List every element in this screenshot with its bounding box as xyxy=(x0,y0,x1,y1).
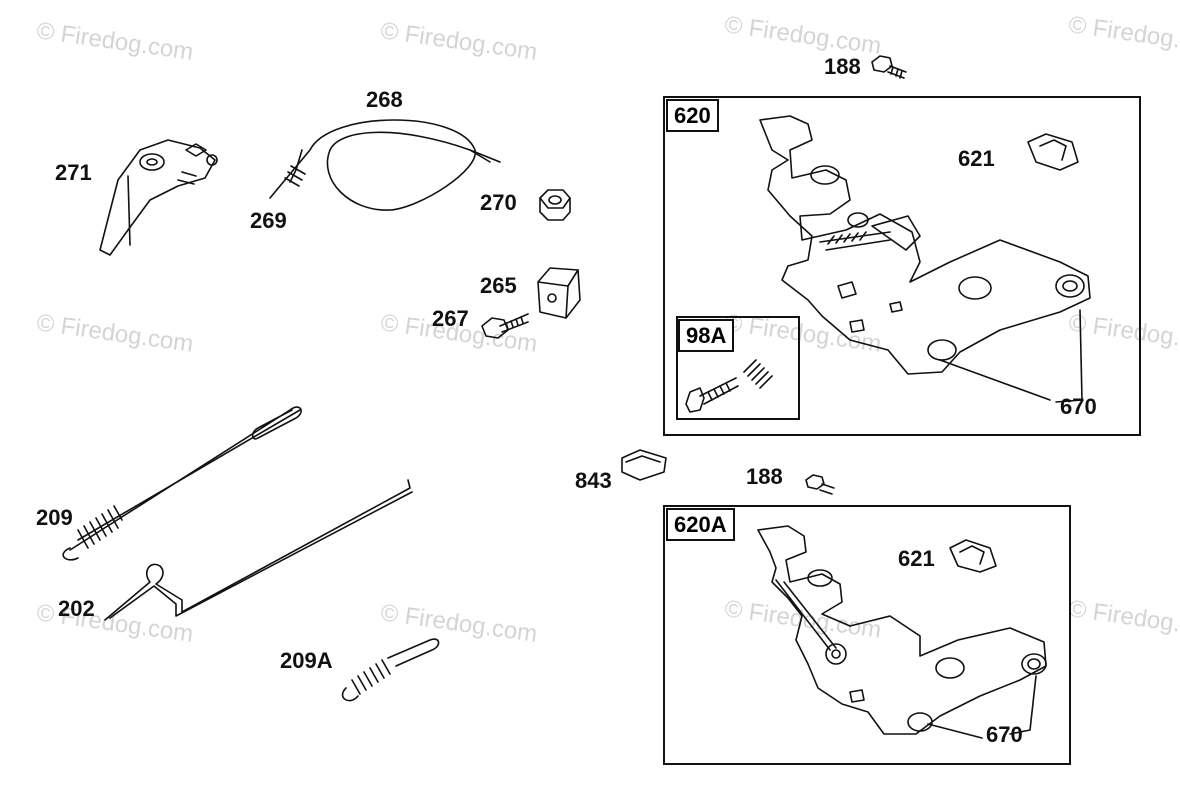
part-98a-screw-spring-drawing xyxy=(685,359,773,413)
callout-621: 621 xyxy=(898,546,935,571)
callout-270: 270 xyxy=(480,190,517,215)
part-188-bolt-drawing xyxy=(805,474,835,495)
part-267-screw-drawing xyxy=(481,313,529,339)
assembly-620-title: 620 xyxy=(666,99,719,133)
callout-843: 843 xyxy=(575,468,612,493)
part-188-bolt-drawing xyxy=(871,55,907,79)
callout-202: 202 xyxy=(58,596,95,621)
part-202-rod-drawing xyxy=(104,479,413,621)
assembly-98a-frame xyxy=(676,316,800,420)
callout-188: 188 xyxy=(746,464,783,489)
callout-670: 670 xyxy=(1060,394,1097,419)
callout-621: 621 xyxy=(958,146,995,171)
part-621-clip-drawing xyxy=(1027,133,1079,171)
part-268-cable-drawing xyxy=(269,119,501,211)
callout-188: 188 xyxy=(824,54,861,79)
callout-670: 670 xyxy=(986,722,1023,747)
assembly-620-frame xyxy=(663,96,1141,436)
callout-268: 268 xyxy=(366,87,403,112)
callout-269: 269 xyxy=(250,208,287,233)
callout-271: 271 xyxy=(55,160,92,185)
assembly-620a-title: 620A xyxy=(666,508,735,542)
part-209-spring-drawing xyxy=(62,406,302,561)
callout-267: 267 xyxy=(432,306,469,331)
part-620a-control-plate-drawing xyxy=(757,525,1047,739)
assembly-98a-title: 98A xyxy=(678,319,735,353)
callout-265: 265 xyxy=(480,273,517,298)
assembly-620a-frame xyxy=(663,505,1071,765)
part-209a-spring-drawing xyxy=(341,638,440,702)
part-843-clip-drawing xyxy=(621,449,667,481)
part-270-nut-drawing xyxy=(539,189,571,221)
callout-209a: 209A xyxy=(280,648,333,673)
part-620-control-plate-drawing xyxy=(759,115,1091,403)
callout-209: 209 xyxy=(36,505,73,530)
part-271-bracket-drawing xyxy=(99,139,218,256)
part-621-clip-drawing xyxy=(949,539,997,573)
part-265-clamp-drawing xyxy=(537,267,581,319)
